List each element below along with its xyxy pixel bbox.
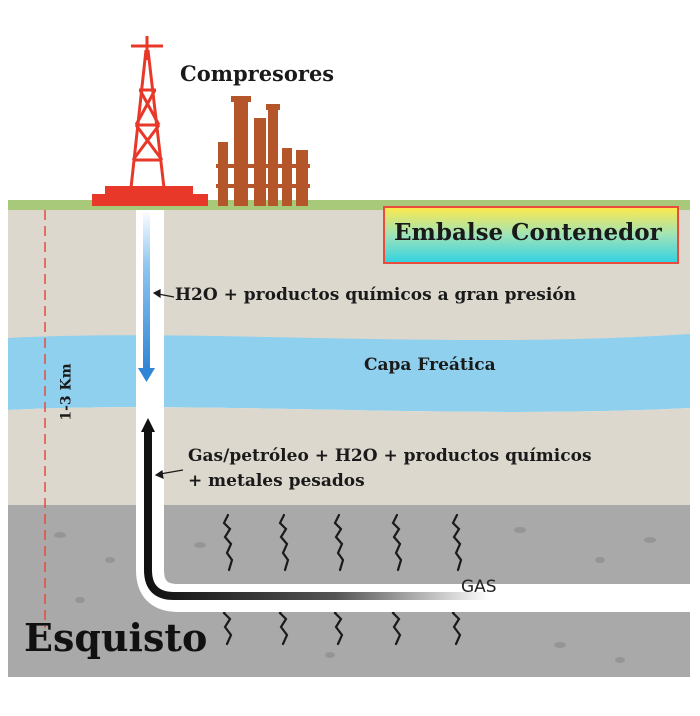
compressors-label: Compresores: [180, 61, 335, 86]
reservoir-label: Embalse Contenedor: [394, 219, 662, 246]
shale-fractures: [222, 513, 463, 646]
injection-pipe: [143, 210, 150, 370]
fracture-2-upper: [278, 513, 290, 572]
fracture-1-upper: [222, 513, 234, 572]
depth-label: 1-3 Km: [58, 363, 75, 421]
reservoir-pit: [383, 206, 679, 264]
return-arrow-head: [141, 418, 155, 432]
derrick-platform: [105, 186, 193, 194]
compressor-plant: [216, 96, 310, 206]
injection-arrow-head: [138, 368, 155, 382]
derrick-base: [92, 194, 208, 206]
fracture-4-upper: [391, 513, 403, 572]
shale-texture: [54, 527, 656, 663]
injection-label: H2O + productos químicos a gran presión: [175, 285, 577, 305]
water-table-layer: [8, 334, 690, 412]
return-pipe: [144, 430, 490, 600]
fracture-5-upper: [451, 513, 463, 572]
shale-label: Esquisto: [24, 615, 208, 660]
return-flow-label-line1: Gas/petróleo + H2O + productos químicos: [188, 446, 592, 466]
fracture-3-upper: [333, 513, 345, 572]
label-pointers: [152, 289, 184, 479]
return-flow-label-line2: + metales pesados: [188, 471, 365, 491]
gas-label: GAS: [461, 577, 497, 597]
water-table-label: Capa Freática: [364, 355, 496, 375]
soil-layer-middle: [8, 407, 690, 505]
drilling-derrick: [129, 36, 166, 189]
